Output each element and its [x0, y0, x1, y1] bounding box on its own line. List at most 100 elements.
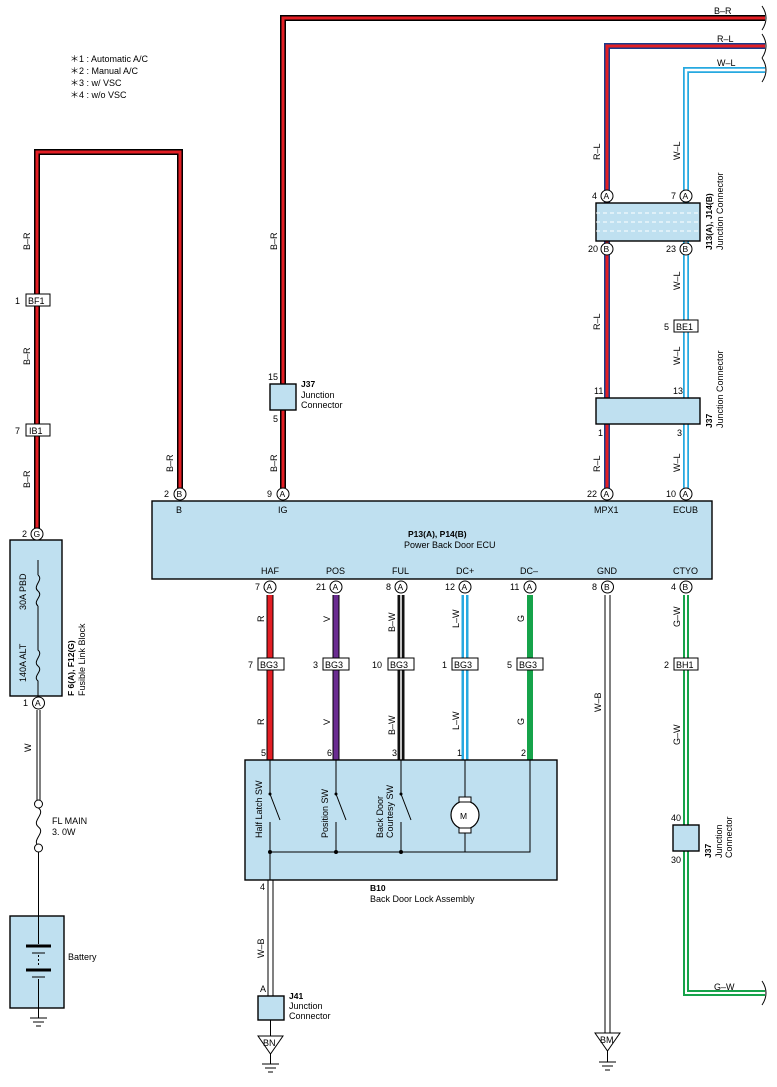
- j13-subtitle: Junction Connector: [715, 172, 725, 250]
- svg-text:5: 5: [261, 748, 266, 758]
- svg-text:MPX1: MPX1: [594, 505, 619, 515]
- connector-ib1: IB1 7: [15, 423, 51, 437]
- svg-text:21: 21: [316, 582, 326, 592]
- svg-text:Connector: Connector: [724, 816, 734, 858]
- note-3: ＊3 : w/ VSC: [70, 78, 122, 88]
- wire-label: B–R: [269, 454, 279, 472]
- svg-text:12: 12: [445, 582, 455, 592]
- svg-text:8: 8: [592, 582, 597, 592]
- junction-connector-j37-a: 15 5 J37 Junction Connector: [268, 372, 343, 424]
- wire-label: B–R: [165, 454, 175, 472]
- wire-label: G–W: [672, 606, 682, 627]
- fuse-block-title: F 6(A), F12(G): [66, 640, 76, 696]
- svg-text:1: 1: [15, 296, 20, 306]
- connector-bg3-dcm: BG3 5: [507, 657, 544, 671]
- j13-title: J13(A), J14(B): [704, 193, 714, 250]
- wire-label: G: [516, 615, 526, 622]
- wire-label: W–L: [717, 58, 736, 68]
- junction-connector-j13-j14: A 4 A 7 B 20 B 23 J13(A), J14(B) Junctio…: [588, 172, 725, 256]
- j37a-title: J37: [301, 379, 315, 389]
- ground-icon: [599, 1061, 616, 1071]
- svg-text:Junction: Junction: [301, 390, 335, 400]
- svg-text:1: 1: [442, 660, 447, 670]
- svg-text:7: 7: [255, 582, 260, 592]
- svg-text:B: B: [604, 244, 610, 254]
- svg-text:B: B: [176, 505, 182, 515]
- j37c-title: J37: [703, 844, 713, 858]
- wire-label: W–B: [256, 938, 266, 958]
- wire-label: R: [256, 718, 266, 725]
- junction-connector-j37-c: 40 30 J37 Junction Connector: [671, 813, 734, 865]
- svg-text:7: 7: [15, 426, 20, 436]
- power-back-door-ecu: P13(A), P14(B) Power Back Door ECU B IG …: [151, 500, 713, 580]
- notes: ＊1 : Automatic A/C ＊2 : Manual A/C ＊3 : …: [70, 54, 149, 100]
- svg-text:11: 11: [510, 582, 519, 592]
- svg-text:6: 6: [327, 748, 332, 758]
- ground-icon: [262, 1063, 279, 1073]
- svg-text:BG3: BG3: [325, 660, 343, 670]
- svg-text:BG3: BG3: [454, 660, 472, 670]
- back-door-lock-assembly: M Half Latch SW Position SW Back Door Co…: [244, 748, 558, 904]
- svg-text:10: 10: [666, 489, 676, 499]
- half-latch-sw-label: Half Latch SW: [254, 780, 264, 838]
- junction-connector-j41: A J41 Junction Connector: [257, 984, 331, 1021]
- svg-text:A: A: [398, 582, 404, 592]
- wire-br-left-loop: [34, 149, 183, 530]
- svg-text:B: B: [683, 244, 689, 254]
- svg-text:13: 13: [673, 386, 683, 396]
- svg-text:POS: POS: [326, 566, 345, 576]
- svg-text:2: 2: [164, 489, 169, 499]
- svg-text:2: 2: [664, 660, 669, 670]
- svg-text:5: 5: [664, 322, 669, 332]
- wire-label: G–W: [714, 982, 735, 992]
- wire-label: R–L: [592, 455, 602, 472]
- wire-labels: B–R R–L W–L B–R B–R B–R B–R B–R B–R R–L …: [22, 6, 736, 992]
- junction-connector-j37-b: 11 13 1 3 J37 Junction Connector: [594, 350, 725, 438]
- svg-text:Junction: Junction: [289, 1001, 323, 1011]
- j37b-subtitle: Junction Connector: [715, 350, 725, 428]
- svg-text:4: 4: [671, 582, 676, 592]
- svg-text:3: 3: [392, 748, 397, 758]
- svg-text:BE1: BE1: [676, 322, 693, 332]
- wire-label: R–L: [592, 143, 602, 160]
- wire-label: R–L: [592, 313, 602, 330]
- svg-text:4: 4: [592, 191, 597, 201]
- wire-break-marks: [761, 5, 767, 1006]
- wire-br-top: [280, 15, 765, 488]
- lock-subtitle: Back Door Lock Assembly: [370, 894, 475, 904]
- svg-text:BG3: BG3: [390, 660, 408, 670]
- svg-text:A: A: [604, 489, 610, 499]
- fl-main-label: FL MAIN: [52, 816, 87, 826]
- svg-text:2: 2: [22, 529, 27, 539]
- svg-text:A: A: [527, 582, 533, 592]
- svg-text:FUL: FUL: [392, 566, 409, 576]
- wire-label: L–W: [451, 609, 461, 628]
- wire-label: B–R: [22, 470, 32, 488]
- wire-label: L–W: [451, 711, 461, 730]
- back-door-label: Back Door: [375, 796, 385, 838]
- svg-text:BN: BN: [263, 1038, 276, 1048]
- svg-text:B: B: [177, 489, 183, 499]
- svg-text:7: 7: [248, 660, 253, 670]
- wire-label: B–R: [714, 6, 732, 16]
- svg-text:11: 11: [594, 386, 603, 396]
- connector-bg3-dcp: BG3 1: [442, 657, 479, 671]
- ground-bn: BN: [257, 1035, 284, 1073]
- note-4: ＊4 : w/o VSC: [70, 90, 127, 100]
- connector-bh1: BH1 2: [664, 657, 699, 671]
- svg-text:BH1: BH1: [676, 660, 694, 670]
- svg-text:BM: BM: [600, 1035, 614, 1045]
- fl-main-fuse: FL MAIN 3. 0W: [34, 799, 87, 853]
- svg-text:HAF: HAF: [261, 566, 280, 576]
- wire-rl-top: [604, 43, 765, 488]
- svg-text:BG3: BG3: [260, 660, 278, 670]
- battery: Battery: [9, 915, 97, 1027]
- svg-text:CTYO: CTYO: [673, 566, 698, 576]
- ground-icon: [30, 1017, 47, 1027]
- svg-text:B: B: [683, 582, 689, 592]
- wire-label: B–W: [387, 612, 397, 632]
- note-2: ＊2 : Manual A/C: [70, 66, 139, 76]
- ecu-bottom-pins: A 7 A 21 A 8 A 12 A 11 B 8 B 4: [255, 580, 693, 594]
- wire-label: B–R: [22, 347, 32, 365]
